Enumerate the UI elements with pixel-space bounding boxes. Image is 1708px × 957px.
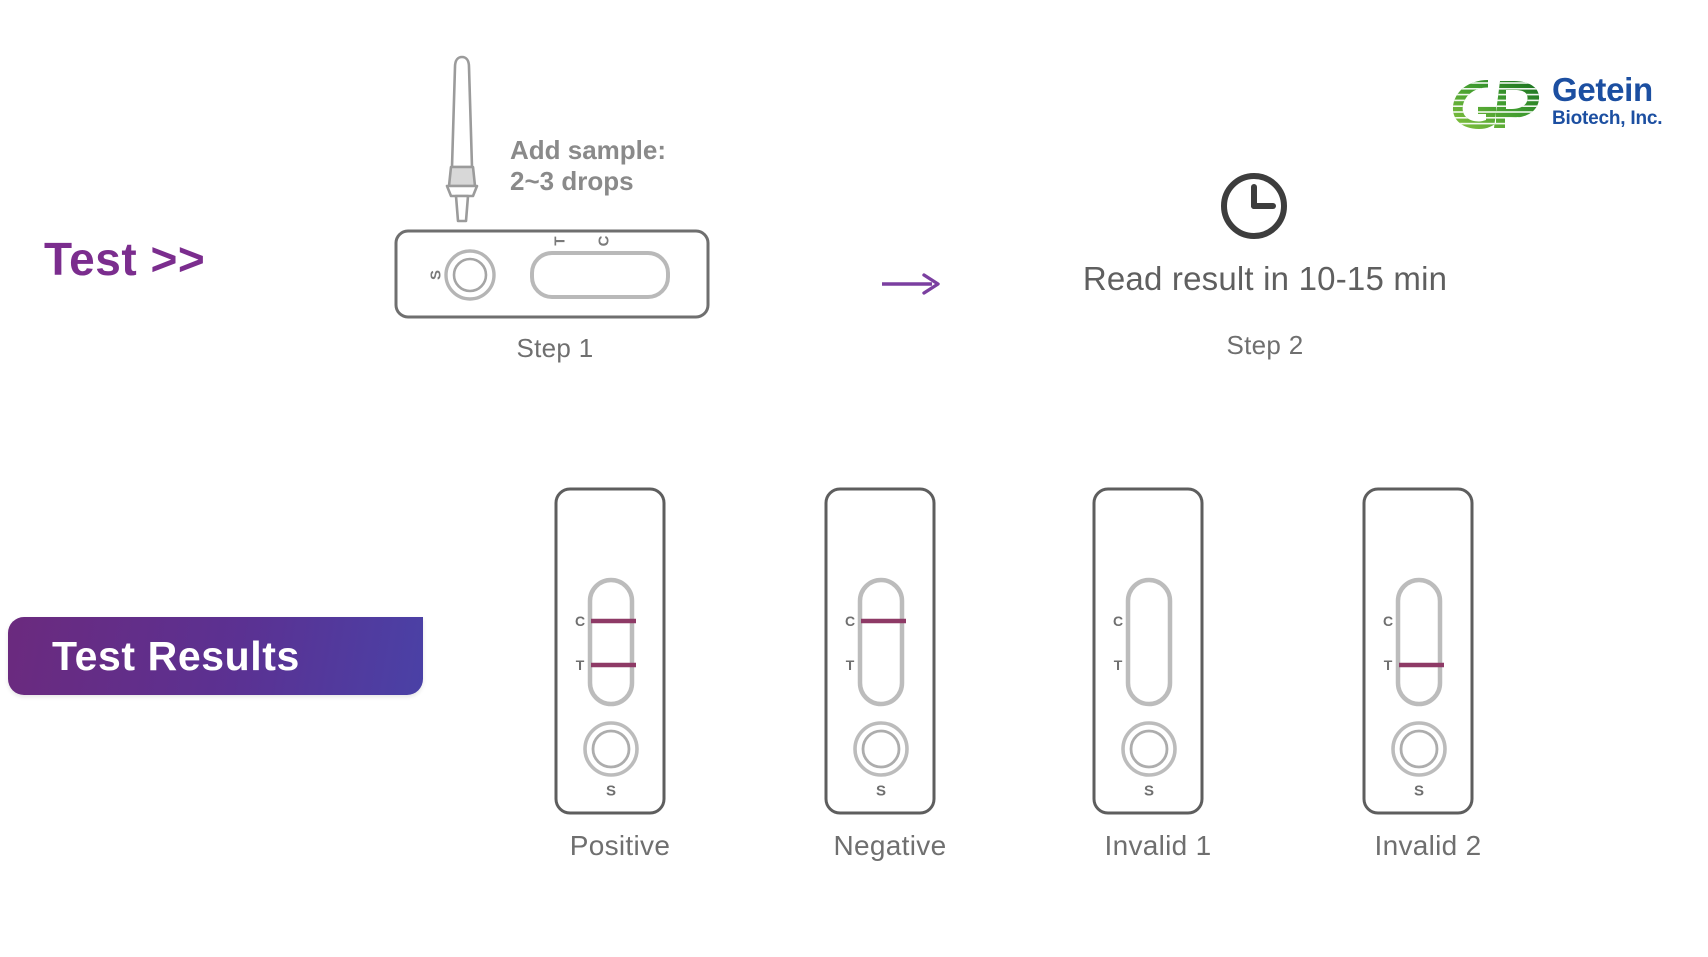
svg-text:S: S (1414, 783, 1424, 800)
svg-text:C: C (596, 235, 613, 246)
result-caption: Negative (833, 830, 947, 861)
step-2-label: Step 2 (1226, 330, 1304, 360)
svg-text:S: S (1144, 783, 1154, 800)
svg-text:T: T (1384, 657, 1393, 673)
svg-text:C: C (1113, 613, 1123, 629)
svg-text:C: C (845, 613, 855, 629)
read-result-instruction: Read result in 10-15 min (1082, 260, 1448, 297)
result-positive: C T S Positive (530, 485, 710, 875)
step-1-illustration: Add sample: 2~3 drops S T C Step 1 (394, 55, 770, 395)
svg-text:C: C (575, 613, 585, 629)
cassette-invalid-2-illustration: C T S (1360, 485, 1476, 817)
step-2-illustration: Read result in 10-15 min Step 2 (1010, 170, 1520, 400)
result-invalid-2: C T S Invalid 2 (1338, 485, 1518, 875)
step-1-label: Step 1 (516, 333, 594, 363)
svg-text:T: T (576, 657, 585, 673)
test-results-banner: Test Results (8, 617, 423, 695)
svg-text:T: T (1114, 657, 1123, 673)
brand-logo: Getein Biotech, Inc. (1448, 72, 1688, 152)
horizontal-cassette-illustration: S T C (392, 213, 712, 323)
brand-wordmark: Getein Biotech, Inc. (1552, 72, 1692, 130)
svg-text:S: S (606, 783, 616, 800)
cassette-negative-illustration: C T S (822, 485, 938, 817)
cassette-positive-illustration: C T S (552, 485, 668, 817)
dropper-pipette-icon (432, 55, 492, 230)
result-negative: C T S Negative (800, 485, 980, 875)
test-section-heading: Test >> (44, 233, 206, 285)
right-arrow-icon (880, 268, 944, 300)
svg-text:S: S (428, 270, 445, 280)
svg-text:T: T (846, 657, 855, 673)
cassette-invalid-1-illustration: C T S (1090, 485, 1206, 817)
brand-name-primary: Getein (1552, 71, 1653, 108)
result-caption: Invalid 1 (1104, 830, 1212, 861)
add-sample-instruction: Add sample: 2~3 drops (510, 135, 667, 196)
test-results-row: C T S Positive C T (500, 485, 1620, 875)
svg-text:T: T (552, 236, 569, 245)
svg-text:C: C (1383, 613, 1393, 629)
brand-name-secondary: Biotech, Inc. (1552, 108, 1663, 129)
test-results-banner-label: Test Results (52, 632, 300, 679)
result-caption: Invalid 2 (1374, 830, 1482, 861)
gp-logo-mark-icon (1448, 76, 1544, 132)
svg-text:S: S (876, 783, 886, 800)
clock-icon (1218, 170, 1290, 242)
result-caption: Positive (569, 830, 671, 861)
result-invalid-1: C T S Invalid 1 (1068, 485, 1248, 875)
